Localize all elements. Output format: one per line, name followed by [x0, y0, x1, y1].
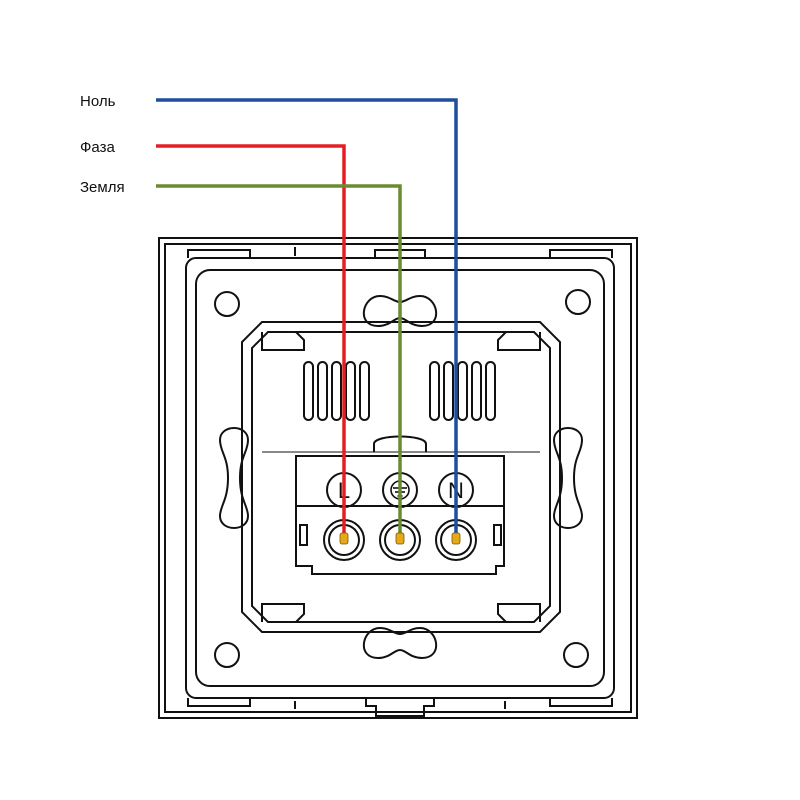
bottom-clip-right	[549, 698, 613, 707]
slot-bottom	[362, 626, 438, 660]
terminal-side-slot-right	[493, 524, 502, 546]
outer-frame-inner-edge	[164, 243, 632, 713]
screw-hole-bottom-right	[563, 642, 589, 668]
bottom-clip-left	[187, 698, 251, 707]
wire-earth	[156, 184, 402, 537]
slot-left	[218, 427, 250, 529]
corner-tab-bl	[261, 603, 305, 623]
wire-label-neutral: Ноль	[80, 93, 116, 110]
screw-hole-bottom-left	[214, 642, 240, 668]
corner-tab-br	[497, 603, 541, 623]
terminal-side-slot-left	[299, 524, 308, 546]
wire-label-earth: Земля	[80, 179, 125, 196]
slot-right	[552, 427, 584, 529]
terminal-block-outline	[295, 455, 505, 575]
screw-dot-neutral	[451, 532, 461, 545]
screw-hole-top-left	[214, 291, 240, 317]
outer-frame	[158, 237, 638, 719]
screw-dot-phase	[339, 532, 349, 545]
bottom-clip-center	[365, 698, 435, 717]
screw-hole-top-right	[565, 289, 591, 315]
screw-dot-earth	[395, 532, 405, 545]
vent-left	[303, 361, 370, 421]
socket-back-frame	[158, 237, 638, 719]
top-clip-right	[549, 249, 613, 258]
central-body-outline	[241, 321, 561, 633]
top-clip-left	[187, 249, 251, 258]
wire-label-phase: Фаза	[80, 139, 115, 156]
corner-tab-tl	[261, 331, 305, 351]
wire-neutral	[156, 98, 458, 537]
wire-phase	[156, 144, 346, 537]
corner-tab-tr	[497, 331, 541, 351]
vent-right	[429, 361, 496, 421]
